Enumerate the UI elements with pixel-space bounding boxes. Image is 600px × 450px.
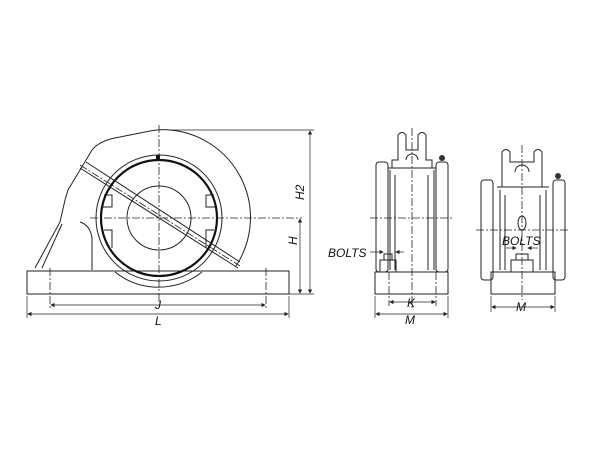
bolts-label-1: BOLTS (328, 246, 366, 260)
side1-base (374, 271, 449, 295)
bolts-label-2: BOLTS (502, 234, 540, 248)
m-label-1: M (405, 313, 415, 327)
h-label: H (286, 236, 300, 245)
housing-lower-arc (114, 271, 203, 288)
j-label: J (154, 298, 162, 312)
bearing-lugs (103, 194, 215, 248)
side1-right-flange (435, 161, 449, 273)
side-view-2: BOLTS M (476, 145, 570, 314)
k-label: K (407, 296, 416, 310)
side2-grease-fitting (555, 173, 561, 179)
housing-web (41, 223, 63, 269)
side2-body (497, 186, 549, 270)
side1-grease-fitting (439, 155, 445, 161)
grease-fitting (156, 155, 160, 159)
split-line (79, 161, 241, 269)
diagonal-centerline (79, 164, 241, 267)
front-view: H2 H J L (26, 125, 314, 328)
side1-left-flange (375, 161, 389, 273)
housing-foot (79, 221, 93, 270)
side-view-1: BOLTS K M (328, 128, 454, 327)
m-label-2: M (516, 300, 526, 314)
side2-base (490, 271, 556, 295)
l-label: L (155, 314, 162, 328)
base-plate (26, 270, 290, 295)
h2-label: H2 (293, 184, 307, 200)
side1-bolt-head (383, 253, 393, 261)
